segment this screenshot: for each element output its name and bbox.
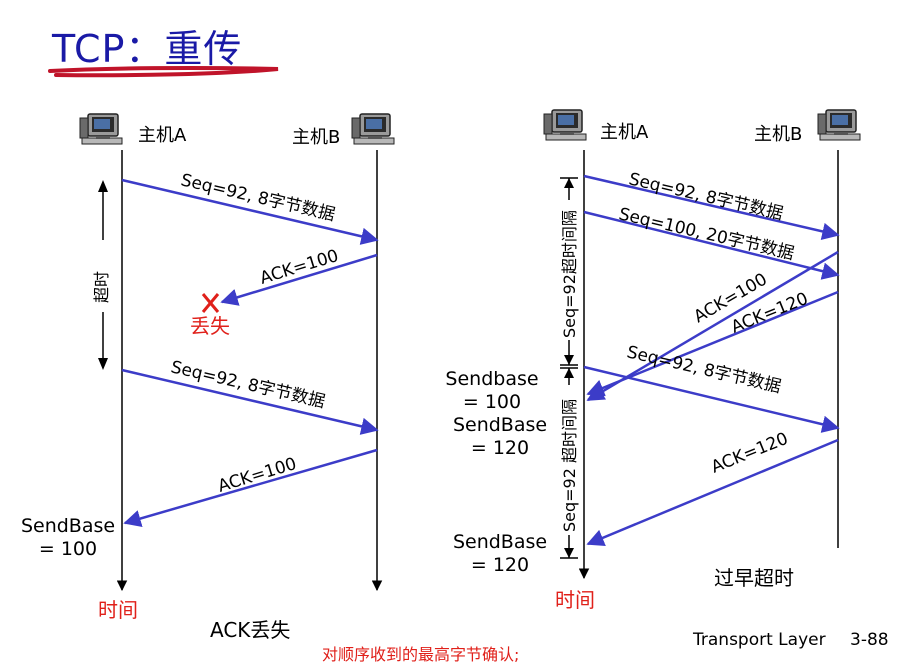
- left-host-a-computer-icon: [79, 113, 123, 145]
- right-ack100-arrow: [586, 250, 839, 402]
- left-timeout-bracket: [98, 180, 108, 370]
- right-time-label: 时间: [555, 588, 595, 612]
- left-ack100-second-label: ACK=100: [216, 454, 299, 497]
- right-sendbase-1: Sendbase = 100: [442, 368, 542, 414]
- lost-x-icon: [201, 293, 220, 313]
- left-host-b-computer-icon: [351, 113, 395, 145]
- right-sendbase-3-line2: = 120: [470, 554, 530, 576]
- title-underline: [48, 65, 279, 78]
- right-host-a-computer-icon: [543, 109, 587, 141]
- right-host-b-computer-icon: [817, 109, 861, 141]
- left-ack100-lost-arrow: [220, 253, 378, 306]
- left-sendbase-line1: SendBase: [20, 515, 116, 537]
- right-sendbase-1-line1: Sendbase: [445, 368, 539, 390]
- right-host-a-label: 主机A: [600, 122, 649, 143]
- right-ack120-second-arrow: [586, 438, 839, 547]
- right-sendbase-1-line2: = 100: [462, 391, 522, 413]
- left-host-b-label: 主机B: [292, 127, 341, 148]
- right-seq100-arrow: [583, 210, 840, 280]
- left-seq92-retransmit-label: Seq=92, 8字节数据: [169, 357, 327, 412]
- left-sendbase-line2: = 100: [38, 538, 98, 560]
- right-seq92-arrow: [583, 174, 840, 240]
- right-sendbase-2: SendBase = 120: [450, 414, 550, 460]
- right-timeout-2-label: Seq=92 超时间隔: [560, 399, 579, 532]
- right-sendbase-2-line2: = 120: [470, 437, 530, 459]
- right-timeout-1-label: Seq=92超时间隔: [560, 210, 579, 338]
- right-ack120-second-label: ACK=120: [708, 429, 791, 478]
- left-timeout-label: 超时: [92, 271, 111, 303]
- right-sendbase-3: SendBase = 120: [450, 531, 550, 577]
- right-sendbase-2-line1: SendBase: [452, 414, 548, 436]
- left-sendbase: SendBase = 100: [18, 515, 118, 561]
- left-ack100-label: ACK=100: [258, 246, 341, 289]
- left-seq92-arrow: [121, 178, 379, 245]
- left-ack100-arrow: [123, 448, 378, 528]
- right-sendbase-3-line1: SendBase: [452, 531, 548, 553]
- right-host-b-label: 主机B: [754, 124, 803, 145]
- right-caption: 过早超时: [714, 566, 794, 590]
- lost-label: 丢失: [190, 314, 230, 338]
- footer-course: Transport Layer: [693, 630, 826, 650]
- left-seq92-retransmit-arrow: [121, 368, 379, 435]
- footer-note: 对顺序收到的最高字节确认;: [322, 645, 520, 664]
- footer-page-number: 3-88: [850, 630, 889, 650]
- right-seq92-retransmit-arrow: [583, 365, 840, 433]
- slide-title: TCP：重传: [52, 27, 243, 71]
- left-caption: ACK丢失: [210, 618, 291, 642]
- left-host-a-label: 主机A: [138, 125, 187, 146]
- left-time-label: 时间: [98, 598, 138, 622]
